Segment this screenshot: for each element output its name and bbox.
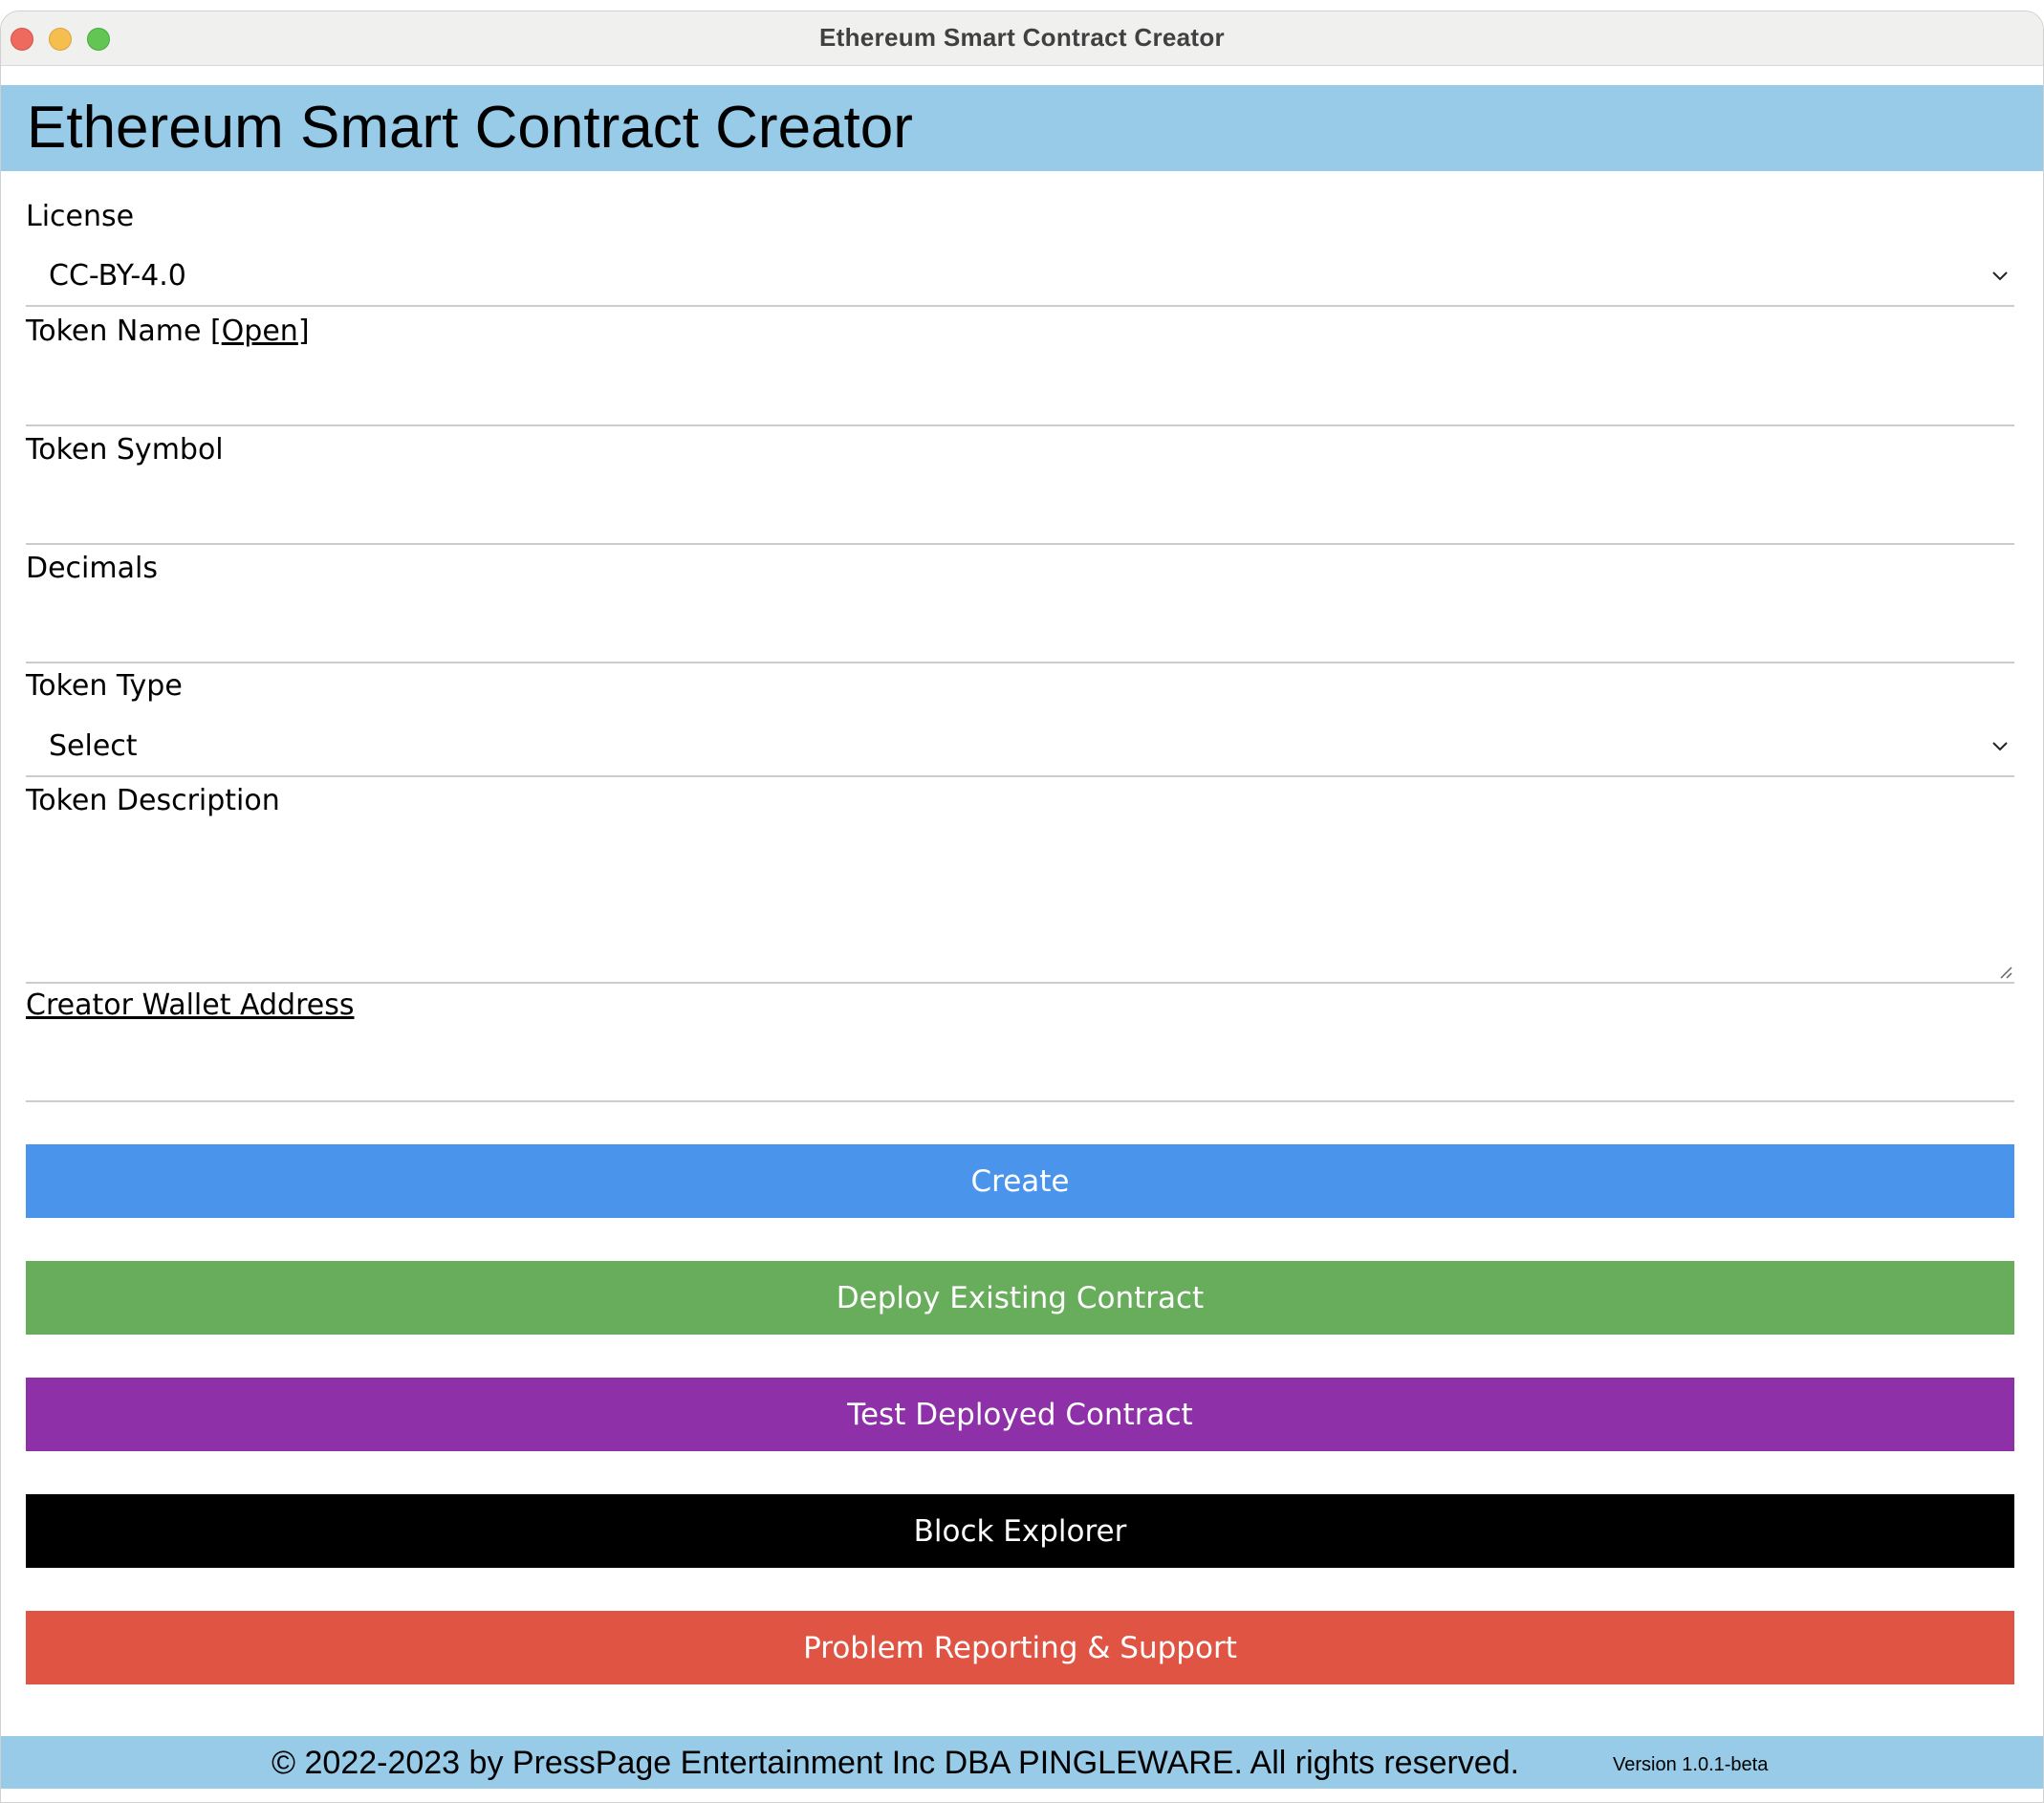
- token-type-selected-value: Select: [49, 729, 138, 763]
- token-name-label-text: Token Name: [26, 315, 202, 348]
- footer: © 2022-2023 by PressPage Entertainment I…: [1, 1736, 2043, 1789]
- token-description-textarea[interactable]: [26, 826, 2014, 984]
- bracket-close: ]: [297, 315, 310, 348]
- token-description-label: Token Description: [26, 784, 280, 817]
- token-symbol-input[interactable]: [26, 484, 2014, 545]
- creator-wallet-label[interactable]: Creator Wallet Address: [26, 988, 355, 1022]
- window-title: Ethereum Smart Contract Creator: [819, 23, 1225, 52]
- license-label: License: [26, 200, 135, 233]
- license-select[interactable]: CC-BY-4.0: [26, 253, 2014, 307]
- token-name-label: Token Name [Open]: [26, 315, 310, 349]
- creator-wallet-input[interactable]: [26, 1039, 2014, 1102]
- problem-reporting-support-button[interactable]: Problem Reporting & Support: [26, 1611, 2014, 1684]
- zoom-window-button[interactable]: [87, 28, 110, 51]
- version-text: Version 1.0.1-beta: [1613, 1754, 1769, 1775]
- title-bar[interactable]: Ethereum Smart Contract Creator: [1, 11, 2043, 66]
- token-name-input[interactable]: [26, 365, 2014, 426]
- test-deployed-contract-button[interactable]: Test Deployed Contract: [26, 1378, 2014, 1451]
- page-header: Ethereum Smart Contract Creator: [1, 85, 2043, 171]
- copyright-text: © 2022-2023 by PressPage Entertainment I…: [272, 1745, 1520, 1781]
- create-button[interactable]: Create: [26, 1144, 2014, 1218]
- decimals-input[interactable]: [26, 602, 2014, 663]
- app-window: Ethereum Smart Contract Creator Ethereum…: [0, 11, 2044, 1803]
- license-selected-value: CC-BY-4.0: [49, 259, 186, 293]
- chevron-down-icon: [1992, 742, 2008, 751]
- close-window-button[interactable]: [11, 28, 33, 51]
- decimals-label: Decimals: [26, 552, 158, 585]
- bracket-open: [: [209, 315, 222, 348]
- chevron-down-icon: [1992, 272, 2008, 281]
- token-type-label: Token Type: [26, 669, 183, 703]
- open-link[interactable]: Open: [221, 315, 298, 348]
- deploy-existing-contract-button[interactable]: Deploy Existing Contract: [26, 1261, 2014, 1335]
- minimize-window-button[interactable]: [49, 28, 72, 51]
- token-type-select[interactable]: Select: [26, 724, 2014, 777]
- block-explorer-button[interactable]: Block Explorer: [26, 1494, 2014, 1568]
- resize-grip-icon[interactable]: [1999, 966, 2012, 979]
- token-symbol-label: Token Symbol: [26, 433, 224, 467]
- page-title: Ethereum Smart Contract Creator: [27, 95, 913, 161]
